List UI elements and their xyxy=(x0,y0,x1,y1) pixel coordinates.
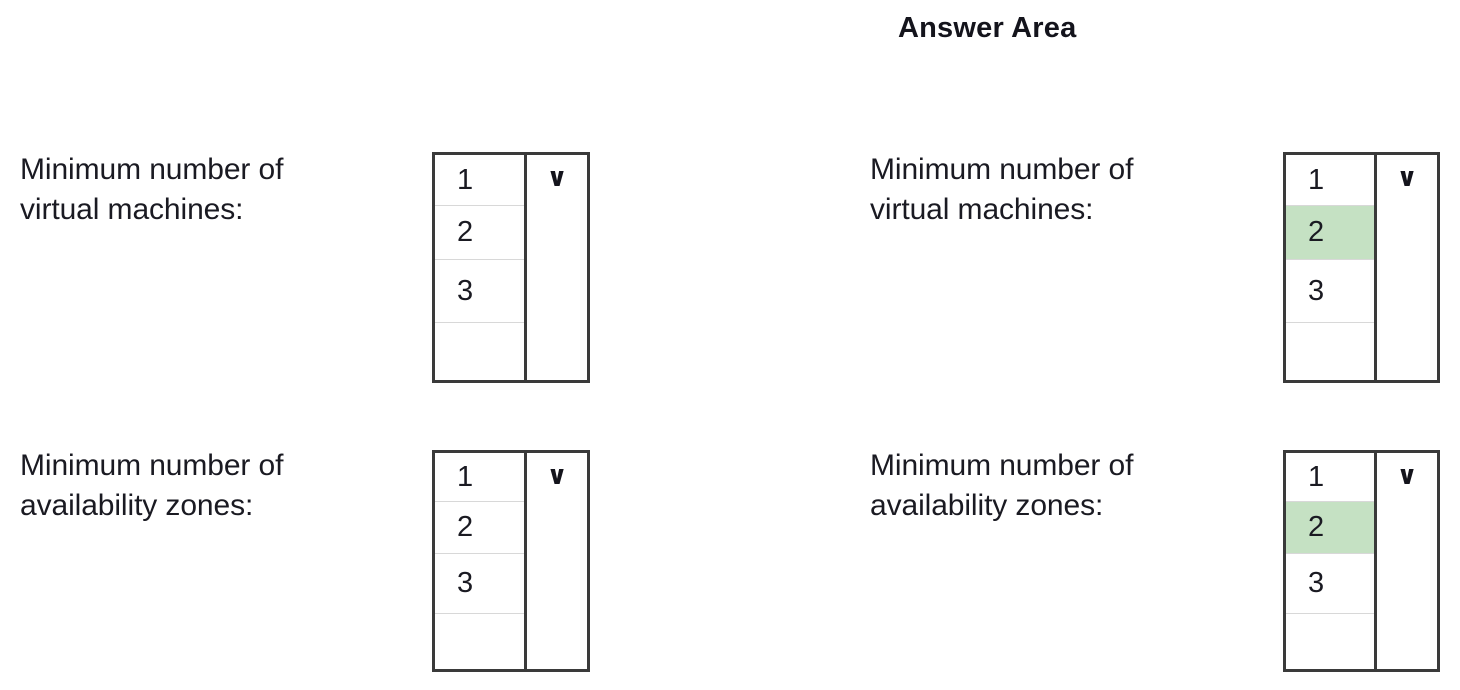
label-minimum-virtual-machines-answer: Minimum number of virtual machines: xyxy=(870,153,1134,226)
dropdown-minimum-availability-zones-question[interactable]: 1 2 3 ∨ xyxy=(432,450,590,672)
label-minimum-availability-zones-answer: Minimum number of availability zones: xyxy=(870,449,1134,522)
dropdown-option-blank[interactable] xyxy=(1286,614,1374,669)
dropdown-toggle-cell[interactable]: ∨ xyxy=(527,453,587,669)
dropdown-option-selected[interactable]: 2 xyxy=(1286,502,1374,554)
dropdown-minimum-virtual-machines-question[interactable]: 1 2 3 ∨ xyxy=(432,152,590,383)
dropdown-option-list: 1 2 3 xyxy=(1286,155,1377,380)
dropdown-option[interactable]: 1 xyxy=(435,155,524,206)
chevron-down-icon: ∨ xyxy=(546,461,568,491)
dropdown-option-blank[interactable] xyxy=(1286,323,1374,380)
dropdown-option[interactable]: 3 xyxy=(1286,260,1374,323)
dropdown-option[interactable]: 1 xyxy=(1286,155,1374,206)
dropdown-minimum-virtual-machines-answer[interactable]: 1 2 3 ∨ xyxy=(1283,152,1440,383)
dropdown-option[interactable]: 1 xyxy=(435,453,524,502)
dropdown-toggle-cell[interactable]: ∨ xyxy=(1377,155,1437,380)
dropdown-toggle-cell[interactable]: ∨ xyxy=(527,155,587,380)
chevron-down-icon: ∨ xyxy=(546,163,568,193)
dropdown-option-blank[interactable] xyxy=(435,614,524,669)
dropdown-option[interactable]: 2 xyxy=(435,206,524,260)
dropdown-option[interactable]: 3 xyxy=(435,260,524,323)
dropdown-option[interactable]: 2 xyxy=(435,502,524,554)
dropdown-option-list: 1 2 3 xyxy=(435,453,527,669)
label-minimum-availability-zones-question: Minimum number of availability zones: xyxy=(20,449,284,522)
dropdown-option-blank[interactable] xyxy=(435,323,524,380)
answer-area-title: Answer Area xyxy=(898,12,1077,44)
dropdown-minimum-availability-zones-answer[interactable]: 1 2 3 ∨ xyxy=(1283,450,1440,672)
dropdown-option[interactable]: 3 xyxy=(435,554,524,614)
dropdown-option-selected[interactable]: 2 xyxy=(1286,206,1374,260)
dropdown-option-list: 1 2 3 xyxy=(435,155,527,380)
label-minimum-virtual-machines-question: Minimum number of virtual machines: xyxy=(20,153,284,226)
dropdown-option-list: 1 2 3 xyxy=(1286,453,1377,669)
chevron-down-icon: ∨ xyxy=(1396,461,1418,491)
dropdown-option[interactable]: 3 xyxy=(1286,554,1374,614)
chevron-down-icon: ∨ xyxy=(1396,163,1418,193)
dropdown-option[interactable]: 1 xyxy=(1286,453,1374,502)
dropdown-toggle-cell[interactable]: ∨ xyxy=(1377,453,1437,669)
